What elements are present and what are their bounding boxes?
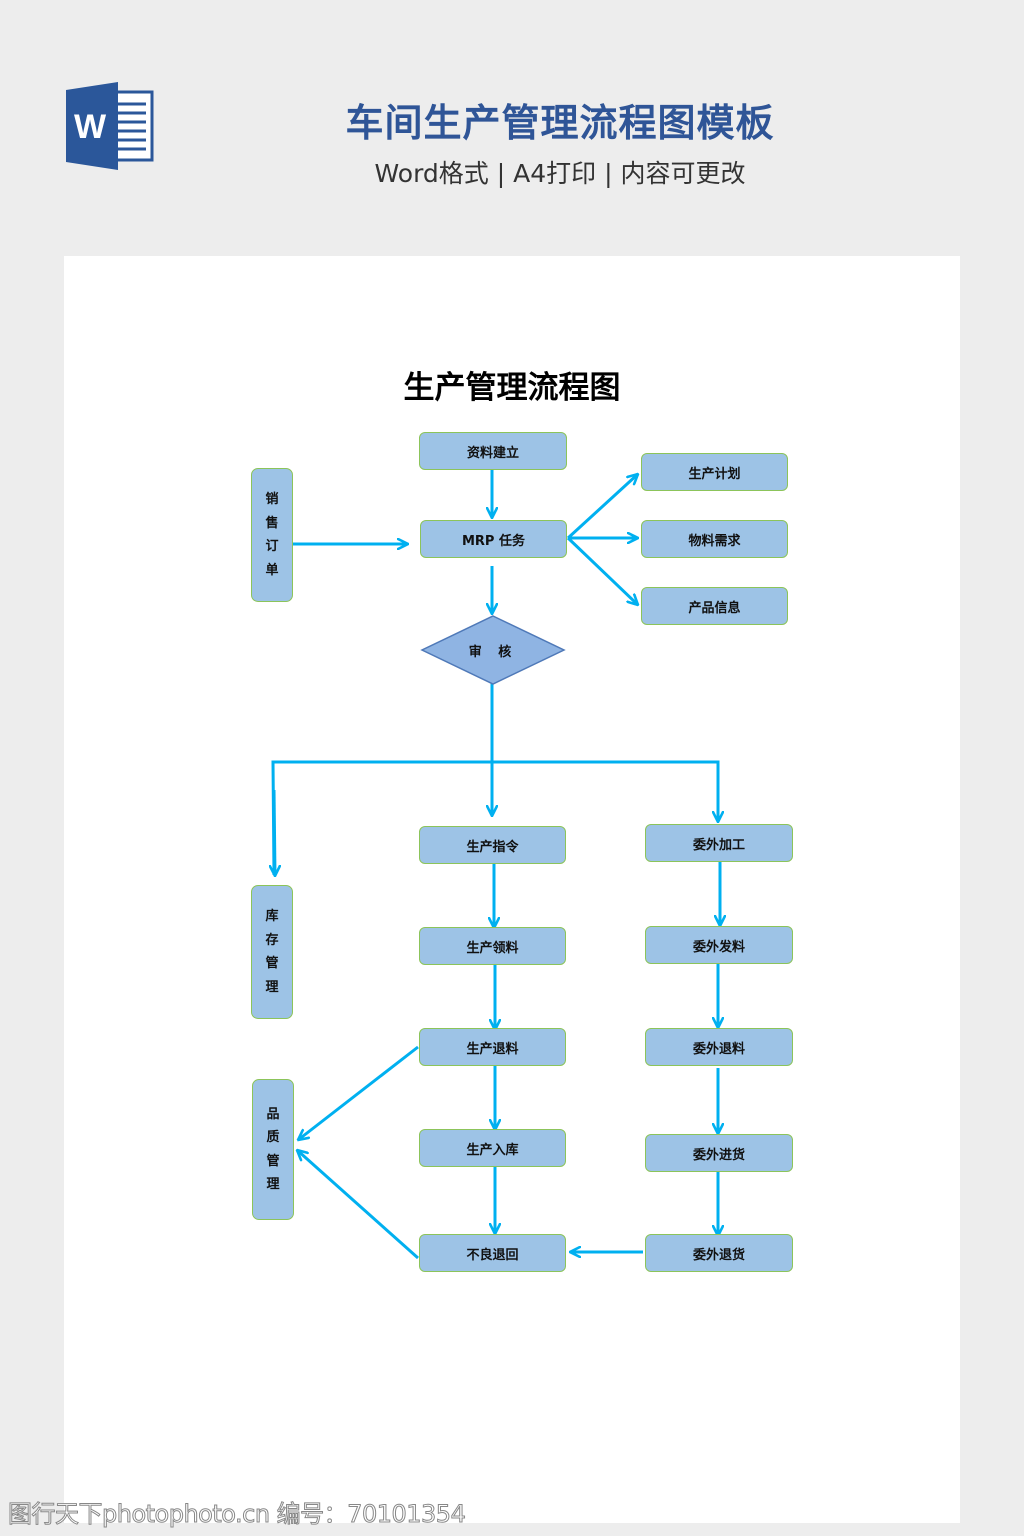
arrow-mrp-to-production-plan — [566, 474, 638, 540]
sales-order-char: 单 — [265, 562, 279, 578]
watermark: 图行天下photophoto.cn 编号：70101354 — [7, 1500, 466, 1529]
node-outsource-issue[interactable]: 委外发料 — [645, 926, 793, 964]
word-icon-letter: W — [74, 108, 107, 146]
node-quality-mgmt[interactable]: 品 质 管 理 — [252, 1079, 294, 1220]
quality-char: 理 — [266, 1177, 280, 1192]
review-label: 审 核 — [468, 645, 518, 660]
inventory-char: 理 — [265, 979, 279, 995]
arrow-to-inventory — [274, 789, 275, 876]
node-outsource-receipt[interactable]: 委外进货 — [645, 1134, 793, 1172]
document-title: 生产管理流程图 — [403, 370, 621, 406]
quality-char: 管 — [266, 1153, 280, 1169]
node-data-setup[interactable]: 资料建立 — [419, 432, 567, 470]
node-outsource-goods-return[interactable]: 委外退货 — [645, 1234, 793, 1272]
quality-char: 质 — [266, 1130, 280, 1145]
node-material-demand[interactable]: 物料需求 — [641, 520, 788, 558]
arrow-defect-to-quality — [297, 1150, 419, 1260]
node-outsource-process[interactable]: 委外加工 — [645, 824, 793, 862]
inventory-char: 管 — [265, 956, 279, 971]
inventory-char: 库 — [265, 909, 279, 924]
node-production-stockin[interactable]: 生产入库 — [419, 1129, 566, 1167]
node-sales-order[interactable]: 销 售 订 单 — [251, 468, 293, 602]
node-production-pick[interactable]: 生产领料 — [419, 927, 566, 965]
node-production-return[interactable]: 生产退料 — [419, 1028, 566, 1066]
node-defect-return[interactable]: 不良退回 — [419, 1234, 566, 1272]
node-mrp-task[interactable]: MRP 任务 — [420, 520, 567, 558]
node-inventory-mgmt[interactable]: 库 存 管 理 — [251, 885, 293, 1019]
node-production-order[interactable]: 生产指令 — [419, 826, 566, 864]
arrow-return-to-quality — [298, 1045, 419, 1140]
quality-char: 品 — [266, 1106, 280, 1122]
sales-order-char: 售 — [265, 515, 279, 531]
header-title: 车间生产管理流程图模板 — [345, 101, 775, 145]
header-subtitle: Word格式 | A4打印 | 内容可更改 — [374, 159, 746, 188]
arrow-mrp-to-product-info — [566, 536, 638, 605]
word-document-icon: W — [64, 82, 156, 170]
sales-order-char: 销 — [265, 492, 279, 507]
node-product-info[interactable]: 产品信息 — [641, 587, 788, 625]
review-diamond[interactable] — [420, 615, 566, 685]
inventory-char: 存 — [265, 932, 279, 948]
node-outsource-material-return[interactable]: 委外退料 — [645, 1028, 793, 1066]
sales-order-char: 订 — [265, 539, 279, 554]
node-production-plan[interactable]: 生产计划 — [641, 453, 788, 491]
